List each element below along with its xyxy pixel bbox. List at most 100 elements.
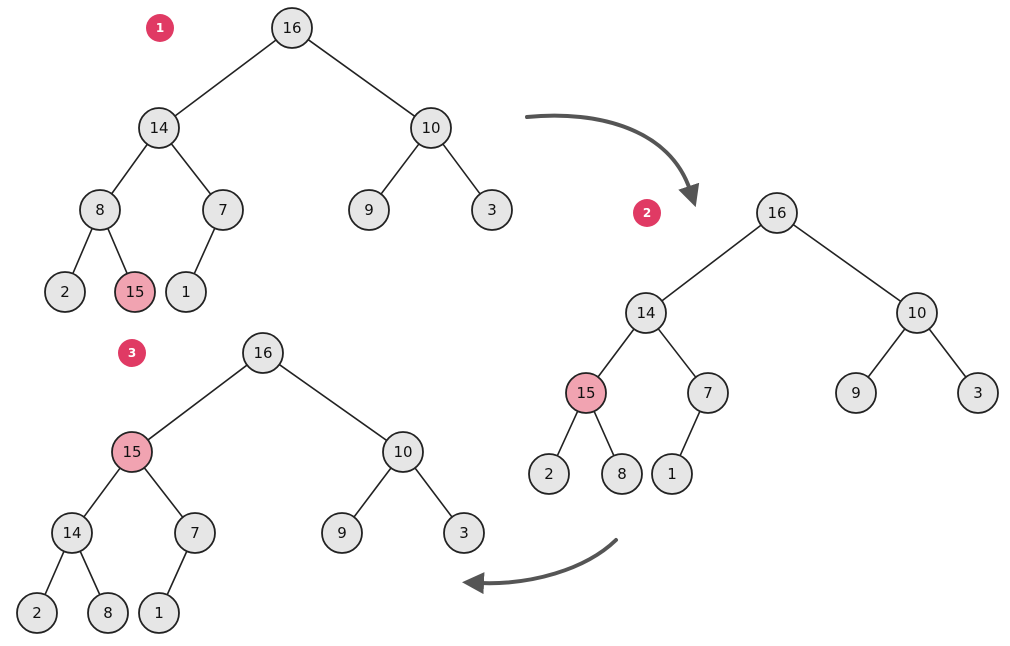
tree-edge [72,227,93,275]
heap-node: 14 [625,292,667,334]
node-label: 8 [95,201,105,219]
node-label: 3 [487,201,497,219]
step-badge-3: 3 [118,339,146,367]
tree-edge [597,328,635,378]
node-label: 10 [393,443,412,461]
tree-edge [166,550,188,596]
tree-edge [193,227,216,275]
heap-node: 9 [835,372,877,414]
heap-node: 16 [756,192,798,234]
tree-edge [657,328,697,378]
transition-arrows [462,113,700,595]
node-label: 10 [907,304,926,322]
node-circle [348,189,390,231]
node-circle [114,271,156,313]
heap-node: 3 [957,372,999,414]
node-circle [528,453,570,495]
heap-node: 9 [321,512,363,554]
node-circle [174,512,216,554]
heap-node: 3 [471,189,513,231]
node-label: 16 [767,204,786,222]
node-label: 16 [253,344,272,362]
node-label: 16 [282,19,301,37]
arrow-step-2-to-3 [462,538,618,595]
heap-node: 7 [174,512,216,554]
badge-circle [118,339,146,367]
heap-tree-step-2: 16 14 10 15 7 9 3 2 8 1 [528,192,999,495]
tree-edge [170,142,212,196]
tree-edge [79,550,101,596]
node-label: 9 [337,524,347,542]
heap-node: 10 [410,107,452,149]
node-label: 2 [32,604,42,622]
heap-node: 16 [242,332,284,374]
node-circle [271,7,313,49]
node-label: 1 [667,465,677,483]
node-circle [51,512,93,554]
heap-node: 7 [687,372,729,414]
node-circle [896,292,938,334]
node-label: 2 [60,283,70,301]
tree-edge [593,410,615,457]
node-label: 9 [364,201,374,219]
node-label: 3 [459,524,469,542]
node-circle [601,453,643,495]
node-circle [565,372,607,414]
node-label: 10 [421,119,440,137]
node-circle [165,271,207,313]
node-label: 7 [218,201,228,219]
heap-node: 2 [44,271,86,313]
node-circle [625,292,667,334]
badge-circle [633,199,661,227]
heap-node: 14 [51,512,93,554]
tree-edge [278,363,388,442]
node-label: 15 [122,443,141,461]
step-badge-1: 1 [146,14,174,42]
heap-node: 3 [443,512,485,554]
tree-edge [353,467,392,518]
node-circle [138,107,180,149]
badge-label: 1 [156,21,164,35]
node-label: 7 [190,524,200,542]
arrow-step-1-to-2 [525,113,700,208]
tree-edge [867,328,906,378]
tree-edge [661,224,762,302]
tree-edge [143,466,184,519]
tree-edge [107,227,128,275]
node-circle [651,453,693,495]
node-label: 15 [576,384,595,402]
heap-node: 10 [896,292,938,334]
badge-label: 2 [643,206,651,220]
heap-node: 14 [138,107,180,149]
node-label: 14 [149,119,168,137]
node-circle [957,372,999,414]
node-circle [79,189,121,231]
node-label: 8 [617,465,627,483]
tree-edge [380,143,420,195]
heap-node: 16 [271,7,313,49]
node-circle [202,189,244,231]
tree-edge [679,410,701,457]
heap-node: 1 [165,271,207,313]
highlighted-node: 15 [111,431,153,473]
node-circle [44,271,86,313]
heap-node: 1 [138,592,180,634]
node-circle [321,512,363,554]
heap-node: 7 [202,189,244,231]
tree-edge [792,223,902,303]
heap-node: 2 [528,453,570,495]
node-label: 1 [181,283,191,301]
node-circle [16,592,58,634]
node-label: 9 [851,384,861,402]
node-circle [443,512,485,554]
tree-edge [414,467,453,518]
tree-edge [556,410,579,457]
tree-edge [442,143,481,195]
heap-node: 2 [16,592,58,634]
tree-edge [44,550,65,596]
highlighted-node: 15 [114,271,156,313]
heap-node: 9 [348,189,390,231]
